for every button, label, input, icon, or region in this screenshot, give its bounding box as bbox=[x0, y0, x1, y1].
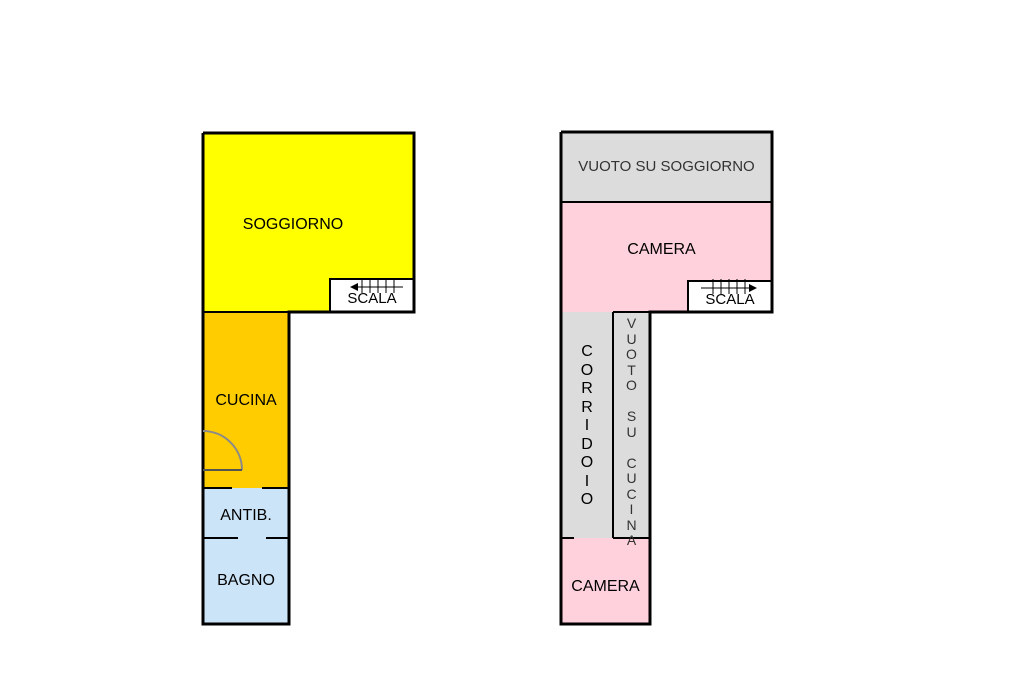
stair-box bbox=[687, 280, 773, 313]
room-camera-bottom bbox=[561, 538, 650, 624]
vertical-label-glyph: O bbox=[580, 454, 594, 471]
label-bagno: BAGNO bbox=[217, 572, 275, 589]
stair-box bbox=[329, 278, 415, 313]
stair-scala-left bbox=[330, 279, 414, 312]
vertical-label-glyph: D bbox=[581, 435, 593, 453]
vertical-label-glyph: U bbox=[626, 330, 637, 347]
room-vuoto-cucina bbox=[613, 312, 650, 538]
vertical-label-glyph: R bbox=[581, 398, 593, 416]
door-swing bbox=[202, 430, 243, 471]
vertical-label-glyph: O bbox=[580, 361, 594, 379]
label-soggiorno: SOGGIORNO bbox=[242, 216, 344, 233]
vertical-label-glyph: U bbox=[626, 423, 637, 440]
label-scala-right: SCALA bbox=[705, 291, 755, 308]
stair-scala-right bbox=[688, 281, 772, 312]
label-cucina: CUCINA bbox=[215, 392, 277, 409]
label-vuoto-soggiorno: VUOTO SU SOGGIORNO bbox=[578, 158, 755, 175]
vertical-label-glyph: N bbox=[626, 516, 637, 533]
vertical-label-glyph bbox=[630, 394, 634, 410]
room-bagno bbox=[203, 538, 289, 624]
room-vuoto-soggiorno bbox=[561, 132, 772, 202]
vertical-label-glyph: A bbox=[626, 532, 637, 548]
stair-arrow-head bbox=[350, 283, 358, 291]
vertical-label-glyph: C bbox=[581, 343, 593, 360]
label-antib: ANTIB. bbox=[220, 507, 272, 524]
vertical-label-glyph: O bbox=[580, 491, 594, 508]
vertical-label-glyph: I bbox=[584, 417, 590, 434]
label-camera-bottom: CAMERA bbox=[571, 578, 640, 595]
vertical-label-glyph: C bbox=[626, 485, 637, 502]
vertical-label-glyph: I bbox=[629, 501, 634, 517]
vertical-label-glyph: T bbox=[627, 361, 636, 378]
stair-arrow-head bbox=[749, 284, 757, 292]
vertical-label-glyph: R bbox=[581, 380, 593, 397]
label-scala-left: SCALA bbox=[347, 290, 397, 307]
vertical-label-glyph: I bbox=[584, 472, 590, 490]
label-camera-top: CAMERA bbox=[627, 241, 696, 258]
vertical-label-glyph: S bbox=[626, 408, 637, 424]
room-antib bbox=[203, 488, 289, 538]
room-cucina bbox=[203, 312, 289, 488]
vertical-label-glyph: C bbox=[626, 454, 637, 471]
room-corridoio bbox=[561, 312, 613, 538]
vertical-label-glyph bbox=[630, 440, 634, 456]
vertical-label-glyph: O bbox=[626, 346, 637, 362]
vertical-label-glyph: U bbox=[626, 470, 637, 486]
vertical-label-glyph: V bbox=[626, 315, 637, 331]
vertical-label-glyph: O bbox=[626, 377, 637, 393]
